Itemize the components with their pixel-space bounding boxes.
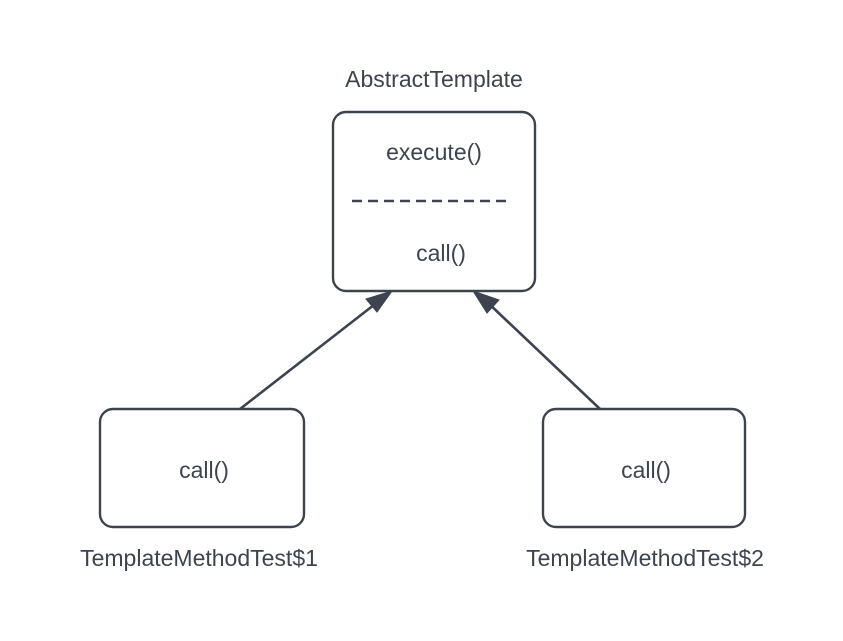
edge-child1-line [239,299,380,411]
class-label-abstract-template: AbstractTemplate [345,66,523,92]
class-label-template-method-test-2: TemplateMethodTest$2 [526,545,764,571]
class-node-template-method-test-2[interactable]: call() TemplateMethodTest$2 [526,407,764,571]
class-box-template-method-test-1[interactable] [98,407,306,529]
member-call-child-2: call() [621,457,671,483]
class-box-template-method-test-2[interactable] [541,407,747,529]
class-label-template-method-test-1: TemplateMethodTest$1 [80,545,318,571]
member-call-parent: call() [416,240,466,266]
edge-child2-to-parent[interactable] [471,290,601,410]
class-node-abstract-template[interactable]: AbstractTemplate execute() call() [331,66,537,293]
edge-child2-arrowhead [471,290,500,314]
class-node-template-method-test-1[interactable]: call() TemplateMethodTest$1 [80,407,318,571]
edge-child1-arrowhead [365,290,394,313]
member-execute: execute() [386,139,482,165]
member-call-child-1: call() [179,457,229,483]
edge-child2-line [485,300,601,410]
edge-child1-to-parent[interactable] [239,290,394,411]
